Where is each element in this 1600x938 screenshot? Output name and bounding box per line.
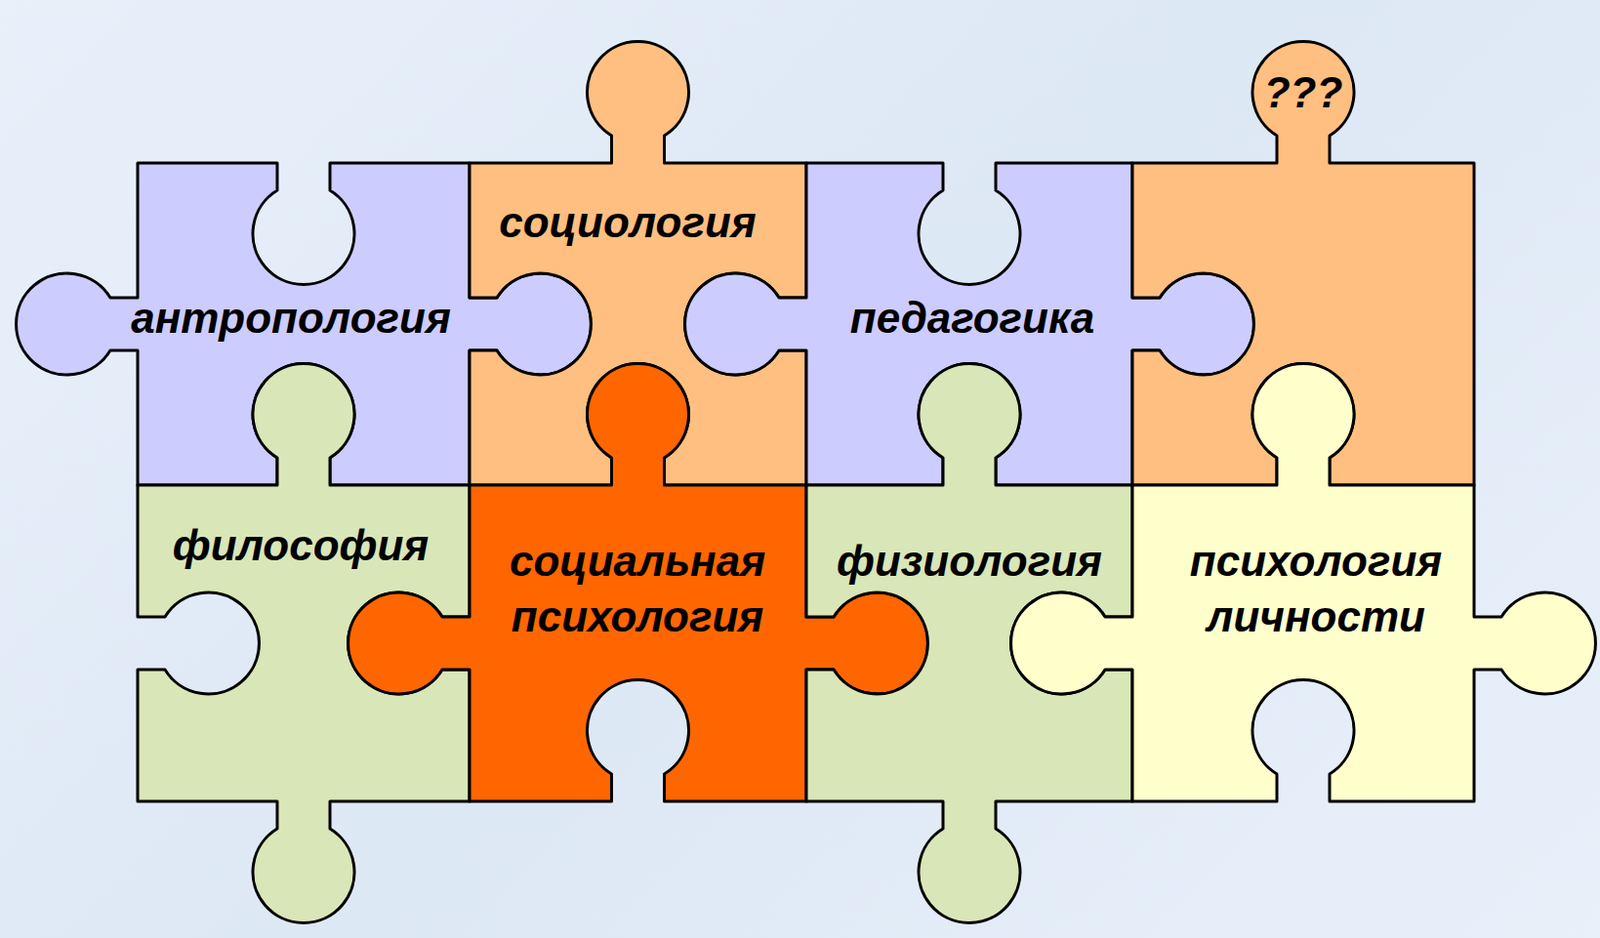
piece-label: физиология — [836, 533, 1103, 589]
piece-outline — [342, 358, 934, 929]
piece-outline-path — [1011, 364, 1597, 802]
puzzle-piece: психология личности — [1005, 358, 1600, 929]
piece-label: антропология — [130, 289, 452, 346]
piece-outline — [1005, 358, 1600, 929]
piece-label: педагогика — [850, 289, 1096, 346]
piece-label: социология — [498, 194, 756, 250]
puzzle-piece: социальная психология — [342, 358, 934, 929]
piece-label: социальная психология — [481, 533, 794, 645]
piece-label: ??? — [1264, 64, 1344, 121]
piece-label: философия — [172, 517, 430, 574]
piece-label: психология личности — [1159, 533, 1473, 645]
